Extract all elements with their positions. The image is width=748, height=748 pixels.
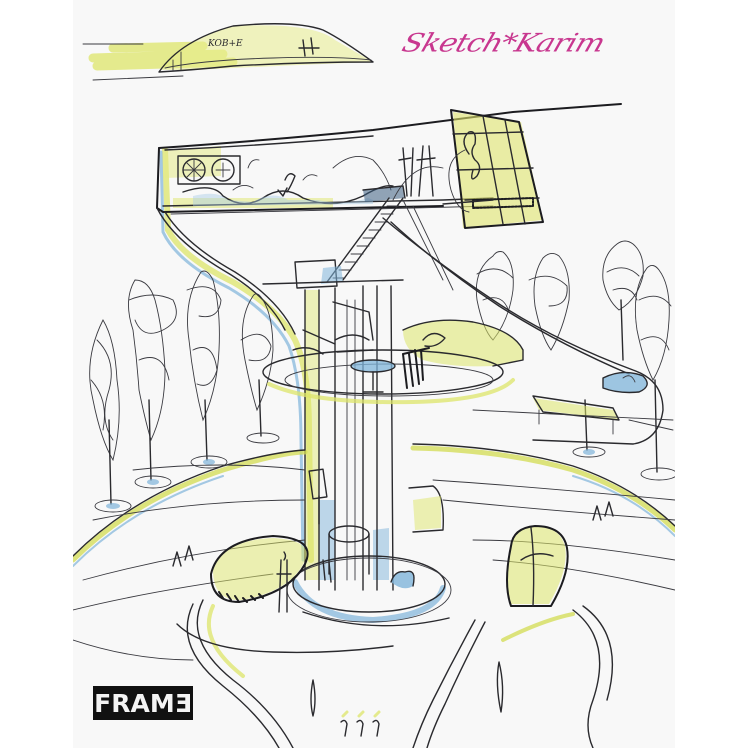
magazine-cover: KOB+E	[73, 0, 675, 748]
upper-structure	[156, 103, 622, 563]
blimp-drawing: KOB+E	[82, 23, 374, 81]
masthead-text: FRAMƎ	[94, 688, 192, 718]
signature-text: Sketch*Karim	[398, 28, 609, 59]
frame-masthead-logo: FRAMƎ	[93, 686, 193, 720]
right-cantilever	[262, 217, 674, 445]
architectural-sketch: KOB+E	[73, 23, 675, 748]
trees	[89, 240, 675, 513]
blimp-label: KOB+E	[207, 39, 243, 49]
glass-box	[442, 109, 544, 229]
staircase	[262, 197, 454, 291]
signature-sketch-karim: Sketch*Karim	[398, 29, 608, 59]
ground-plaza	[73, 443, 675, 748]
